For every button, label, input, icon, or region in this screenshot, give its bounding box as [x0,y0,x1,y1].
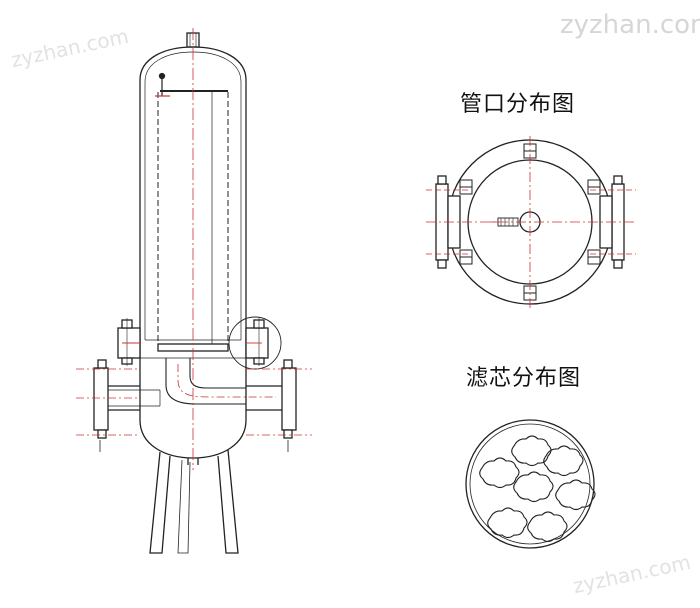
body-flange-left [117,318,141,366]
side-nozzle-left [435,175,461,269]
filter-hole-center [513,471,554,503]
filter-element-layout [465,419,596,549]
filter-hole-right [555,479,596,511]
filter-hole-upper-right [543,445,584,477]
filter-hole-upper-left [479,457,520,489]
inlet-flange [93,367,109,431]
inlet-nozzle-left [76,359,161,452]
detail-circle [228,316,282,370]
support-legs [149,449,239,554]
outlet-elbow [165,358,246,405]
watermark-top-right: zyzhan.com [560,10,700,40]
nozzle-layout-plan [426,136,636,310]
filter-layout-title: 滤芯分布图 [466,366,582,391]
filter-hole-lower-left [487,507,528,539]
outlet-nozzle-right [246,359,312,452]
tube-sheet-outer [465,419,595,549]
vessel-elevation [76,28,312,554]
body-flange-right [228,316,282,370]
nozzle-layout-title: 管口分布图 [460,92,576,117]
filter-hole-bottom [527,511,568,543]
top-head [139,46,247,81]
filter-hole-top [511,435,552,467]
filter-element-holes [479,435,596,543]
flange-bolts [459,143,601,301]
outlet-flange [281,367,297,431]
